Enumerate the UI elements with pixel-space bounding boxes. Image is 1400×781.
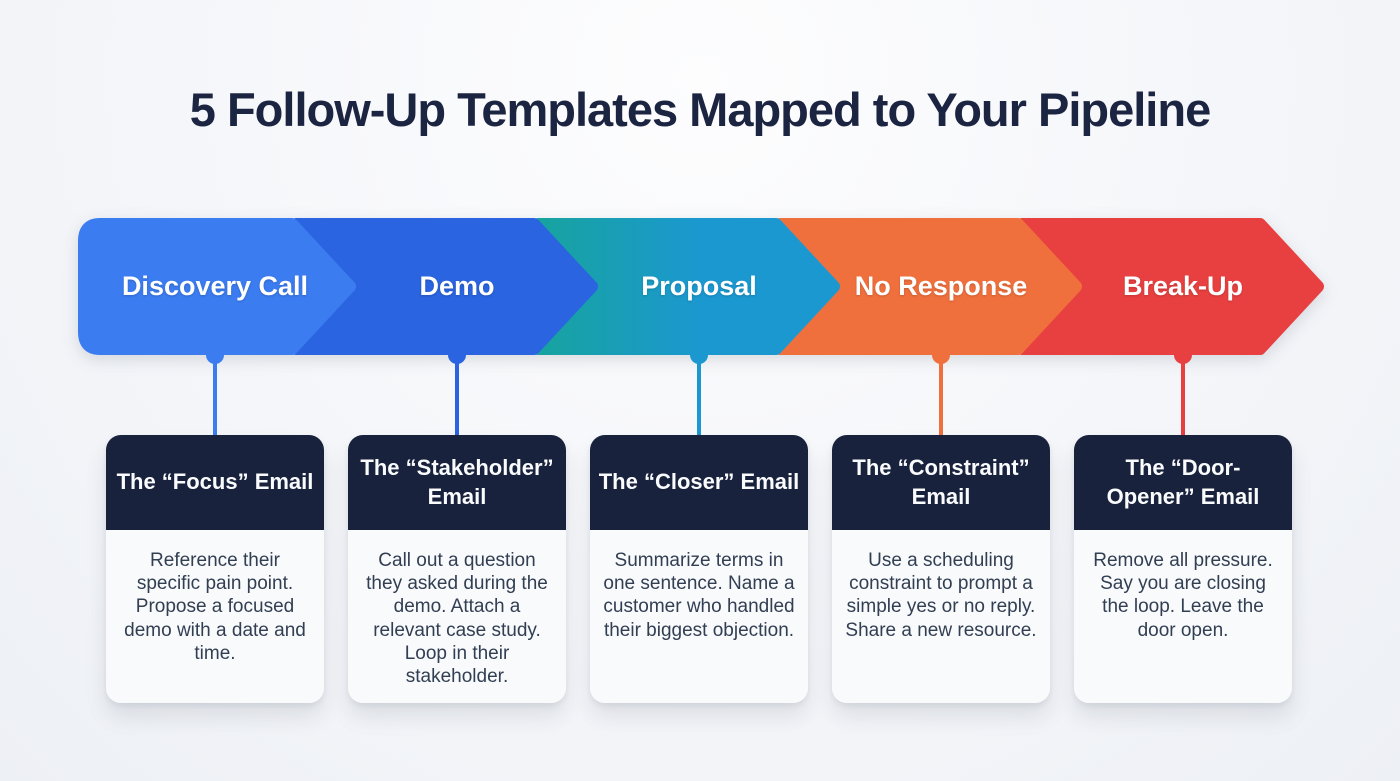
card-header: The “Closer” Email <box>590 435 808 530</box>
stage-label: Proposal <box>641 270 757 301</box>
stage-column: The “Door-Opener” Email Remove all press… <box>1074 355 1292 705</box>
stage-column: The “Constraint” Email Use a scheduling … <box>832 355 1050 705</box>
stage-column: The “Stakeholder” Email Call out a quest… <box>348 355 566 705</box>
page-title: 5 Follow-Up Templates Mapped to Your Pip… <box>189 83 1211 136</box>
stage-label: Demo <box>419 270 495 301</box>
card-header: The “Focus” Email <box>106 435 324 530</box>
connector-line <box>697 355 701 436</box>
card-body: Call out a question they asked during th… <box>348 530 566 703</box>
connector-line <box>213 355 217 436</box>
card-header: The “Door-Opener” Email <box>1074 435 1292 530</box>
connector-dot <box>1174 355 1192 364</box>
card-body: Reference their specific pain point. Pro… <box>106 530 324 703</box>
card-body: Use a scheduling constraint to prompt a … <box>832 530 1050 703</box>
stage-column: The “Closer” Email Summarize terms in on… <box>590 355 808 705</box>
template-card: The “Closer” Email Summarize terms in on… <box>590 435 808 703</box>
card-title: The “Stakeholder” Email <box>360 454 554 509</box>
card-header: The “Constraint” Email <box>832 435 1050 530</box>
connector-line <box>1181 355 1185 436</box>
card-title: The “Constraint” Email <box>852 454 1030 509</box>
card-description: Summarize terms in one sentence. Name a … <box>603 550 795 641</box>
card-description: Remove all pressure. Say you are closing… <box>1093 550 1273 641</box>
template-card: The “Door-Opener” Email Remove all press… <box>1074 435 1292 703</box>
template-card: The “Constraint” Email Use a scheduling … <box>832 435 1050 703</box>
card-title: The “Focus” Email <box>116 469 314 495</box>
connector-dot <box>690 355 708 364</box>
pipeline-band <box>78 218 1324 355</box>
card-title: The “Door-Opener” Email <box>1106 454 1260 509</box>
card-body: Remove all pressure. Say you are closing… <box>1074 530 1292 703</box>
card-description: Reference their specific pain point. Pro… <box>124 550 306 664</box>
stage-column: The “Focus” Email Reference their specif… <box>106 355 324 705</box>
stage-label: Discovery Call <box>121 270 309 301</box>
connector-dot <box>932 355 950 364</box>
card-title: The “Closer” Email <box>598 469 800 495</box>
template-card: The “Stakeholder” Email Call out a quest… <box>348 435 566 703</box>
stage-chevron-discovery <box>78 218 356 355</box>
card-body: Summarize terms in one sentence. Name a … <box>590 530 808 703</box>
connector-line <box>455 355 459 436</box>
connector-dot <box>206 355 224 364</box>
stage-label: Break-Up <box>1122 270 1244 301</box>
template-card: The “Focus” Email Reference their specif… <box>106 435 324 703</box>
card-description: Use a scheduling constraint to prompt a … <box>845 550 1037 641</box>
connector-dot <box>448 355 466 364</box>
card-description: Call out a question they asked during th… <box>366 550 548 687</box>
stage-label: No Response <box>854 270 1028 301</box>
card-header: The “Stakeholder” Email <box>348 435 566 530</box>
connector-line <box>939 355 943 436</box>
